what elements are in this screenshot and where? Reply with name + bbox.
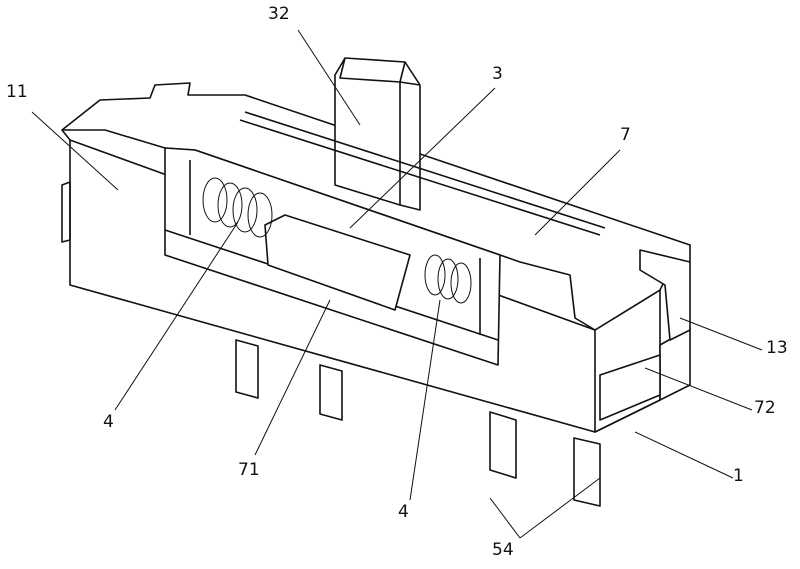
label-1: 1 xyxy=(733,466,744,486)
label-13: 13 xyxy=(766,338,788,358)
end-clip xyxy=(599,249,691,421)
spring-right xyxy=(424,254,472,304)
contact-plate xyxy=(264,214,411,311)
label-3: 3 xyxy=(492,64,503,84)
label-71: 71 xyxy=(238,460,260,480)
spring-left xyxy=(202,177,273,238)
label-72: 72 xyxy=(754,398,776,418)
label-54: 54 xyxy=(492,540,514,560)
label-4-left: 4 xyxy=(103,412,114,432)
pins xyxy=(235,339,601,507)
leader-lines xyxy=(31,29,763,539)
slider-knob xyxy=(334,57,421,211)
label-7: 7 xyxy=(620,125,631,145)
label-4-right: 4 xyxy=(398,502,409,522)
top-rail xyxy=(239,111,606,236)
label-11: 11 xyxy=(6,82,28,102)
label-32: 32 xyxy=(268,4,290,24)
